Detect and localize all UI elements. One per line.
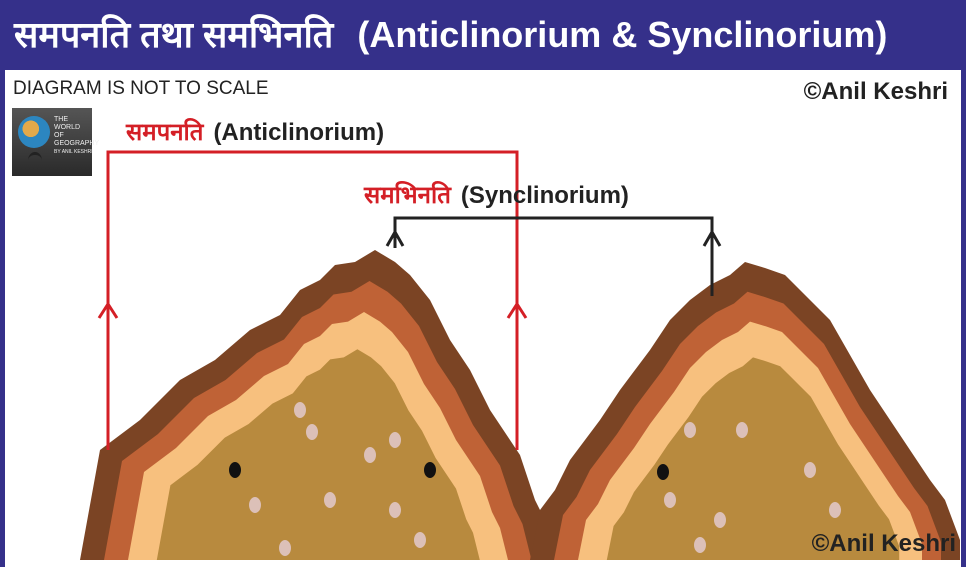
anticline-left — [80, 250, 555, 560]
globe-icon — [18, 116, 50, 148]
pebble — [324, 492, 336, 508]
title-hindi: समपनति तथा समभिनति — [14, 14, 334, 55]
pebble — [714, 512, 726, 528]
pebble — [829, 502, 841, 518]
title-english: (Anticlinorium & Synclinorium) — [357, 14, 888, 55]
synclinorium-hindi: समभिनति — [364, 182, 451, 209]
pebble — [694, 537, 706, 553]
synclinorium-bracket — [385, 216, 722, 296]
synclinorium-english: (Synclinorium) — [460, 182, 629, 209]
logo: THE WORLD OF GEOGRAPHY BY ANIL KESHRI — [12, 108, 99, 176]
arrow-up-icon — [702, 228, 722, 247]
logo-line: GEOGRAPHY — [54, 140, 100, 147]
anticlinorium-hindi: समपनति — [126, 119, 204, 146]
pebble — [249, 497, 261, 513]
pebble — [279, 540, 291, 556]
credit-bottom: ©Anil Keshri — [811, 530, 956, 557]
anticlinorium-english: (Anticlinorium) — [213, 119, 385, 146]
anticlinorium-bracket — [97, 150, 528, 450]
dark-pebble — [229, 462, 241, 478]
anticline-right — [530, 262, 960, 560]
arrow-up-icon — [97, 301, 119, 319]
dark-pebble — [657, 464, 669, 480]
pebble — [306, 424, 318, 440]
globe-stand — [28, 152, 42, 169]
logo-line: OF — [54, 132, 64, 139]
arrow-up-icon — [385, 228, 405, 247]
pebble — [804, 462, 816, 478]
pebble — [414, 532, 426, 548]
scale-note: DIAGRAM IS NOT TO SCALE — [13, 78, 269, 99]
pebble — [684, 422, 696, 438]
pebble — [364, 447, 376, 463]
arrow-up-icon — [506, 301, 528, 319]
logo-text: THE WORLD OF GEOGRAPHY BY ANIL KESHRI — [54, 116, 99, 156]
synclinorium-label: समभिनति (Synclinorium) — [364, 178, 629, 211]
dark-pebble — [424, 462, 436, 478]
rock-dots — [229, 402, 841, 556]
pebble — [664, 492, 676, 508]
title-bar: समपनति तथा समभिनति (Anticlinorium & Sync… — [0, 0, 966, 70]
pebble — [294, 402, 306, 418]
credit-top: ©Anil Keshri — [803, 78, 948, 105]
pebble — [736, 422, 748, 438]
pebble — [389, 432, 401, 448]
pebble — [389, 502, 401, 518]
logo-line: WORLD — [54, 124, 81, 131]
logo-line: BY ANIL KESHRI — [54, 149, 93, 155]
anticlinorium-label: समपनति (Anticlinorium) — [126, 115, 384, 148]
rock-layer — [606, 357, 900, 560]
logo-line: THE — [54, 116, 68, 123]
